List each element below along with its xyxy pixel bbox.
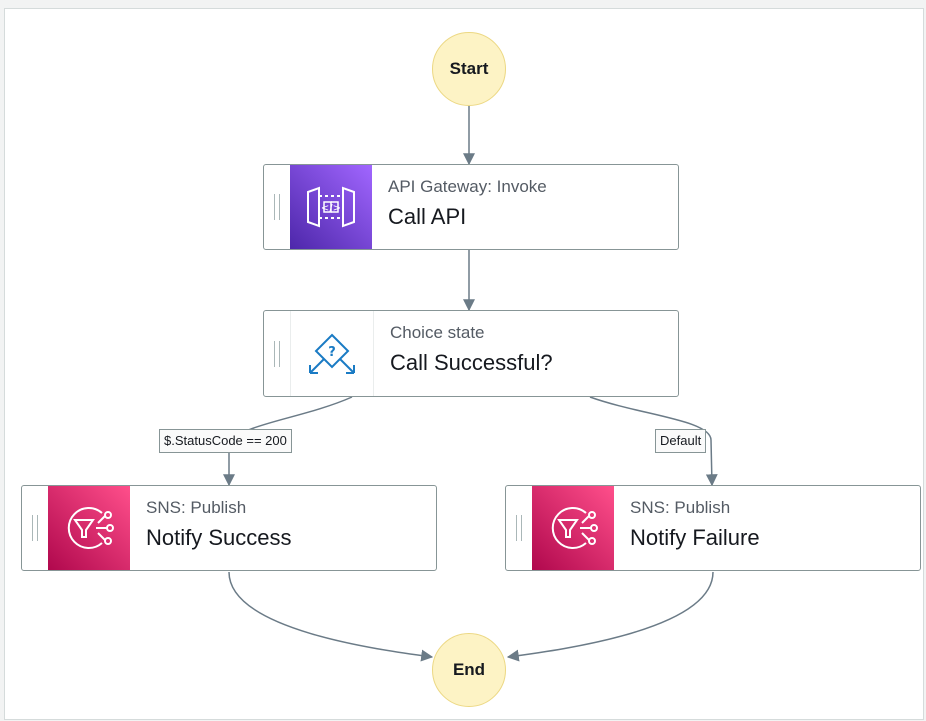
drag-handle[interactable] (22, 486, 48, 570)
edge-choice-to-notify-failure (589, 396, 718, 487)
state-name-label: Notify Success (146, 525, 292, 550)
drag-handle[interactable] (264, 311, 290, 396)
end-node[interactable]: End (432, 633, 506, 707)
api-gateway-icon: </> (290, 165, 372, 249)
drag-handle[interactable] (264, 165, 290, 249)
state-choice[interactable]: ? Choice state Call Successful? (263, 310, 679, 397)
start-node[interactable]: Start (432, 32, 506, 106)
choice-state-icon: ? (290, 311, 374, 396)
state-call-api[interactable]: </> API Gateway: Invoke Call API (263, 164, 679, 250)
state-kind-label: API Gateway: Invoke (388, 177, 547, 196)
state-name-label: Notify Failure (630, 525, 760, 550)
svg-text:</>: </> (321, 203, 341, 214)
edge-notify-success-to-end (228, 571, 434, 662)
state-name-label: Call API (388, 204, 467, 229)
edge-notify-failure-to-end (506, 571, 714, 662)
state-kind-label: Choice state (390, 323, 485, 342)
sns-icon (532, 486, 614, 570)
edge-label-default: Default (655, 429, 707, 453)
drag-handle[interactable] (506, 486, 532, 570)
state-notify-failure[interactable]: SNS: Publish Notify Failure (505, 485, 921, 571)
state-notify-success[interactable]: SNS: Publish Notify Success (21, 485, 437, 571)
sns-icon (48, 486, 130, 570)
state-name-label: Call Successful? (390, 350, 553, 375)
state-kind-label: SNS: Publish (146, 498, 247, 517)
svg-text:?: ? (328, 345, 336, 360)
state-kind-label: SNS: Publish (630, 498, 731, 517)
edge-label-success-condition: $.StatusCode == 200 (159, 429, 292, 453)
